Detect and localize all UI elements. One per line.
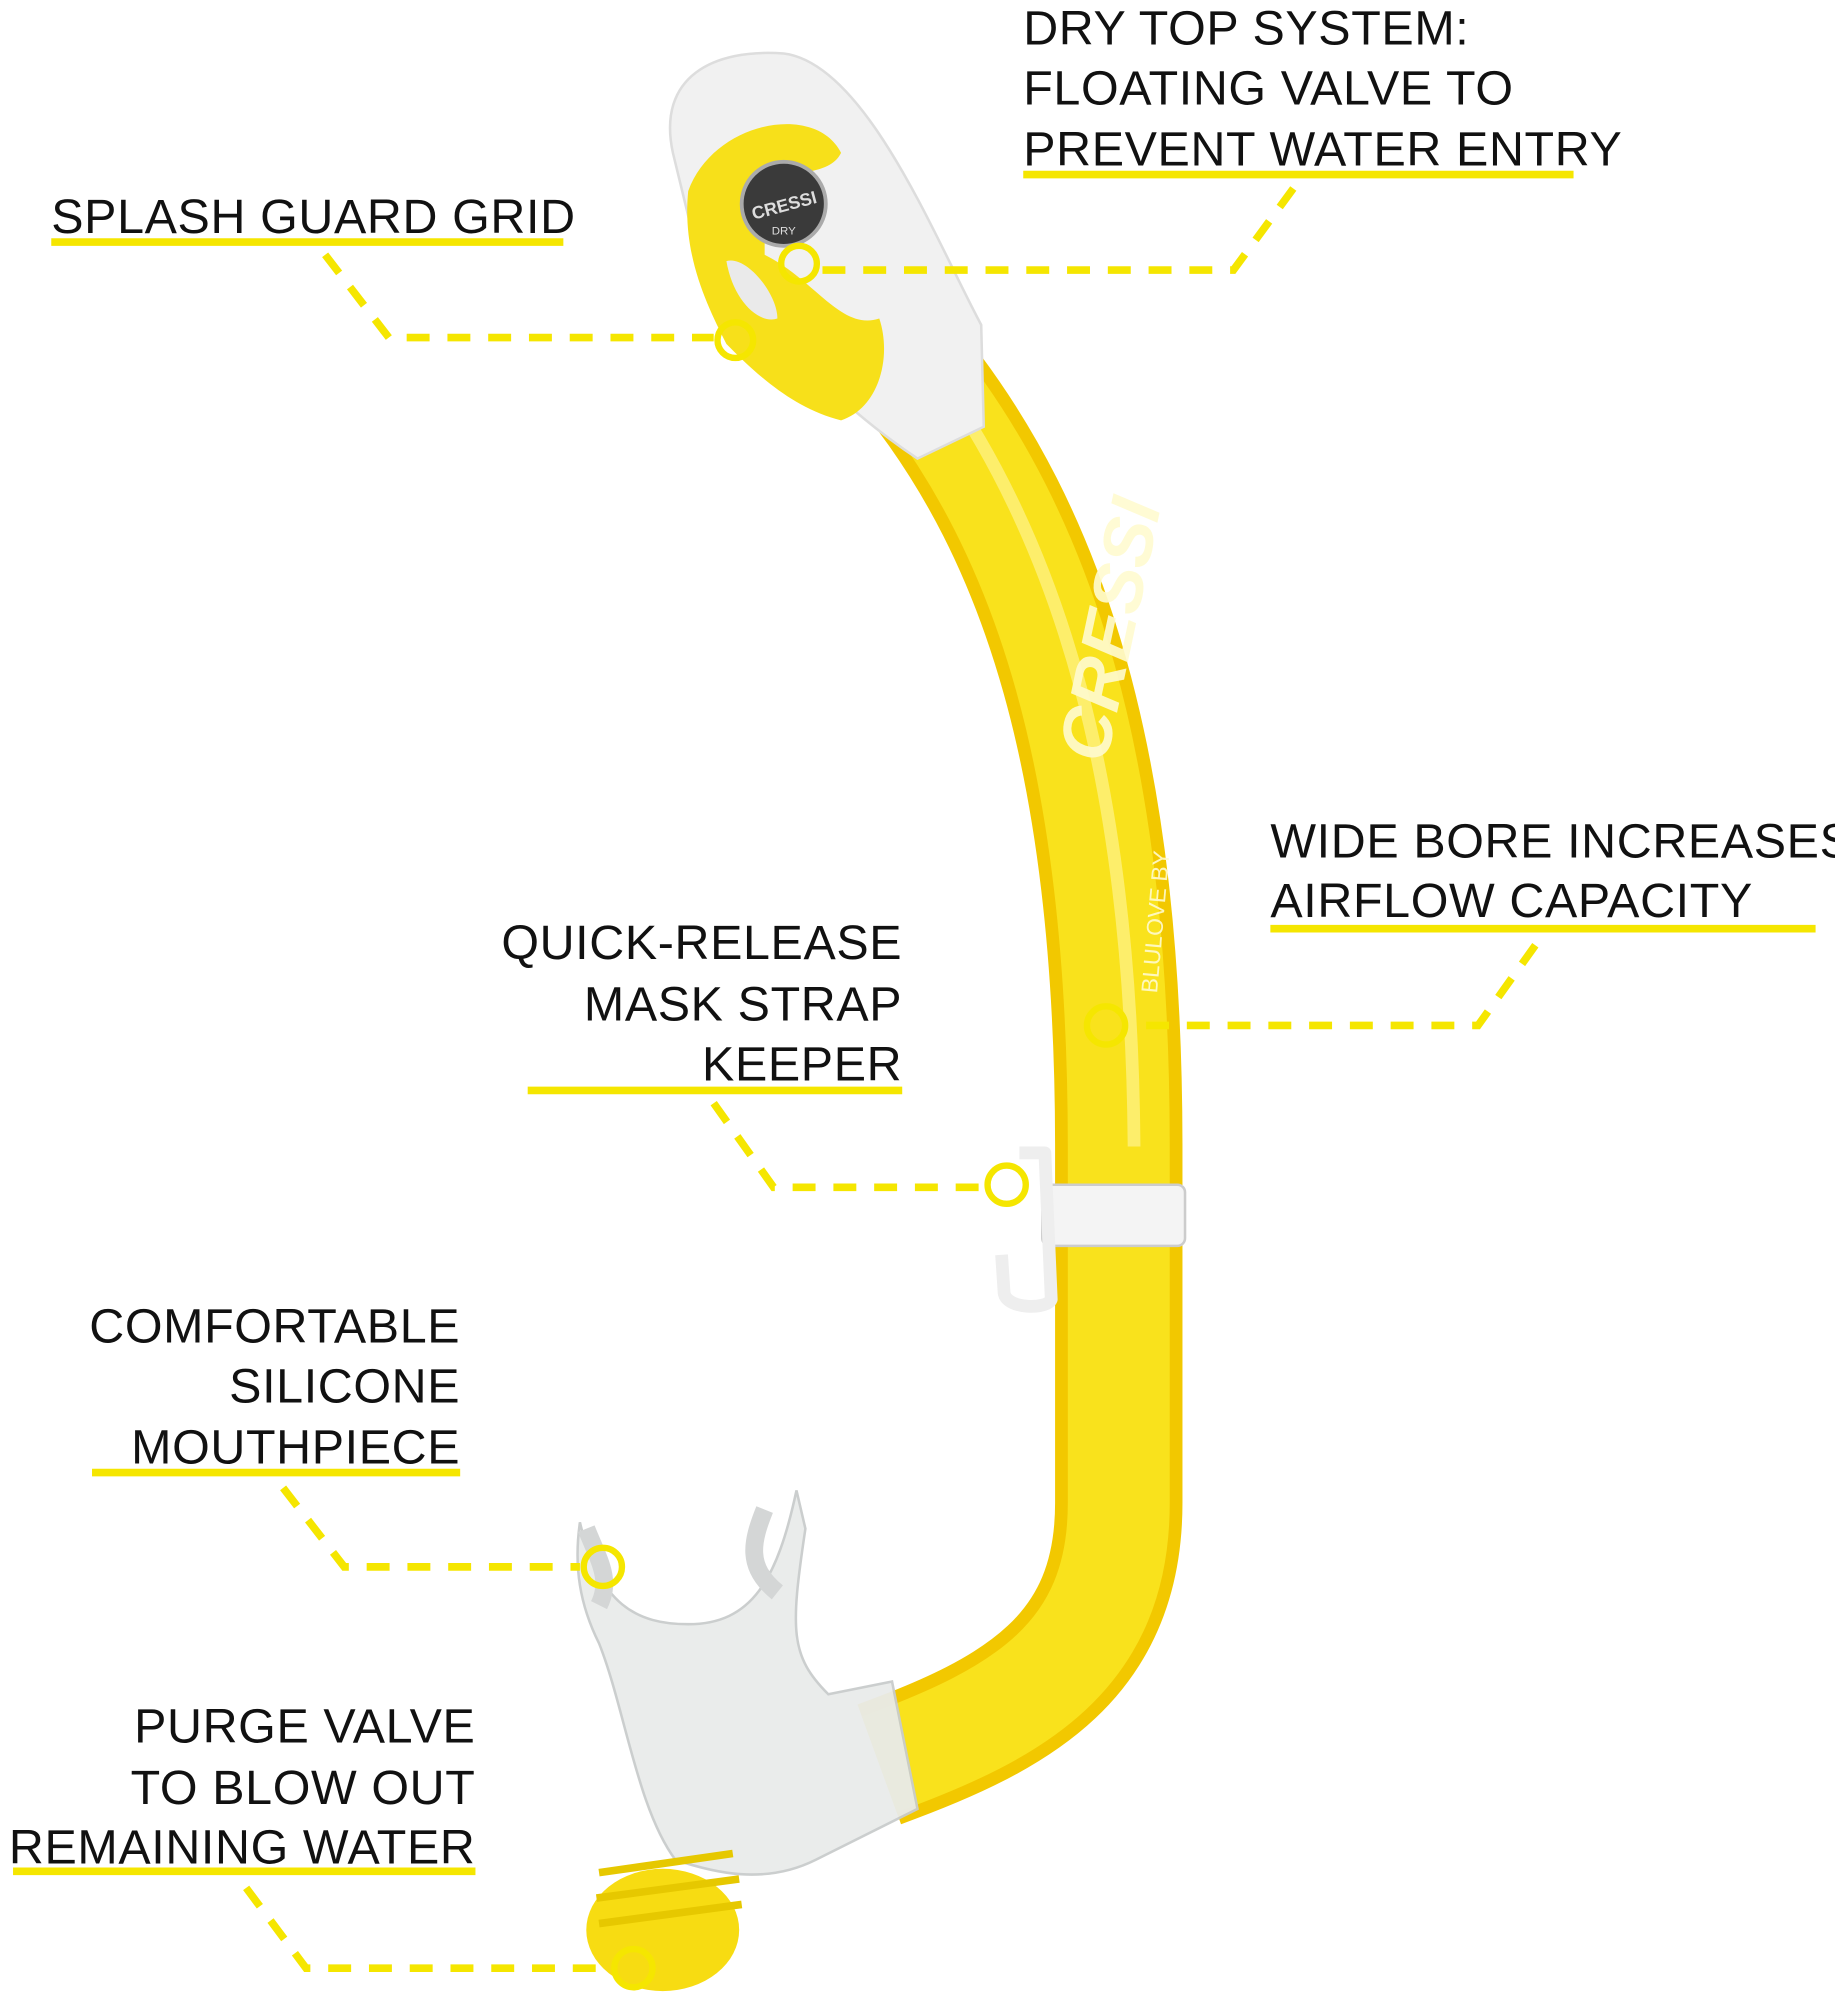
callout-purge-valve: PURGE VALVE TO BLOW OUT REMAINING WATER	[9, 1700, 656, 1991]
callout-marker	[984, 1162, 1029, 1208]
callout-marker	[714, 319, 757, 362]
callout-marker	[611, 1945, 656, 1991]
callout-strap-keeper: QUICK-RELEASE MASK STRAP KEEPER	[501, 916, 1029, 1208]
callout-drytop-line-1: DRY TOP SYSTEM:	[1023, 2, 1469, 56]
callout-marker	[580, 1544, 626, 1590]
callout-marker	[778, 242, 821, 285]
callout-splash-guard: SPLASH GUARD GRID	[51, 190, 757, 362]
purge-valve	[586, 1849, 743, 1992]
badge-dry-text: DRY	[772, 225, 796, 237]
callout-bore-line-2: AIRFLOW CAPACITY	[1270, 874, 1753, 928]
callout-bore-line-1: WIDE BORE INCREASES	[1270, 814, 1835, 868]
callout-purge-line-3: REMAINING WATER	[9, 1821, 476, 1875]
callout-mouthpiece: COMFORTABLE SILICONE MOUTHPIECE	[89, 1300, 626, 1590]
callout-drytop-line-2: FLOATING VALVE TO	[1023, 61, 1513, 115]
callout-mouth-line-2: SILICONE	[229, 1360, 460, 1414]
mask-strap-keeper	[995, 1146, 1187, 1313]
callout-wide-bore: WIDE BORE INCREASES AIRFLOW CAPACITY	[1083, 814, 1835, 1048]
callout-mouth-line-3: MOUTHPIECE	[131, 1421, 460, 1475]
callout-dry-top: DRY TOP SYSTEM: FLOATING VALVE TO PREVEN…	[778, 2, 1622, 285]
callout-keeper-line-1: QUICK-RELEASE	[501, 916, 902, 970]
callout-keeper-line-3: KEEPER	[702, 1037, 902, 1091]
silicone-mouthpiece	[576, 1490, 919, 1876]
callout-splash-line-1: SPLASH GUARD GRID	[51, 190, 575, 244]
callout-marker	[1083, 1003, 1129, 1048]
callout-keeper-line-2: MASK STRAP	[584, 977, 902, 1031]
callout-drytop-line-3: PREVENT WATER ENTRY	[1023, 123, 1622, 177]
callout-purge-line-2: TO BLOW OUT	[131, 1761, 476, 1815]
callout-purge-line-1: PURGE VALVE	[134, 1700, 475, 1754]
callout-mouth-line-1: COMFORTABLE	[89, 1300, 460, 1354]
cressi-badge	[739, 159, 828, 248]
